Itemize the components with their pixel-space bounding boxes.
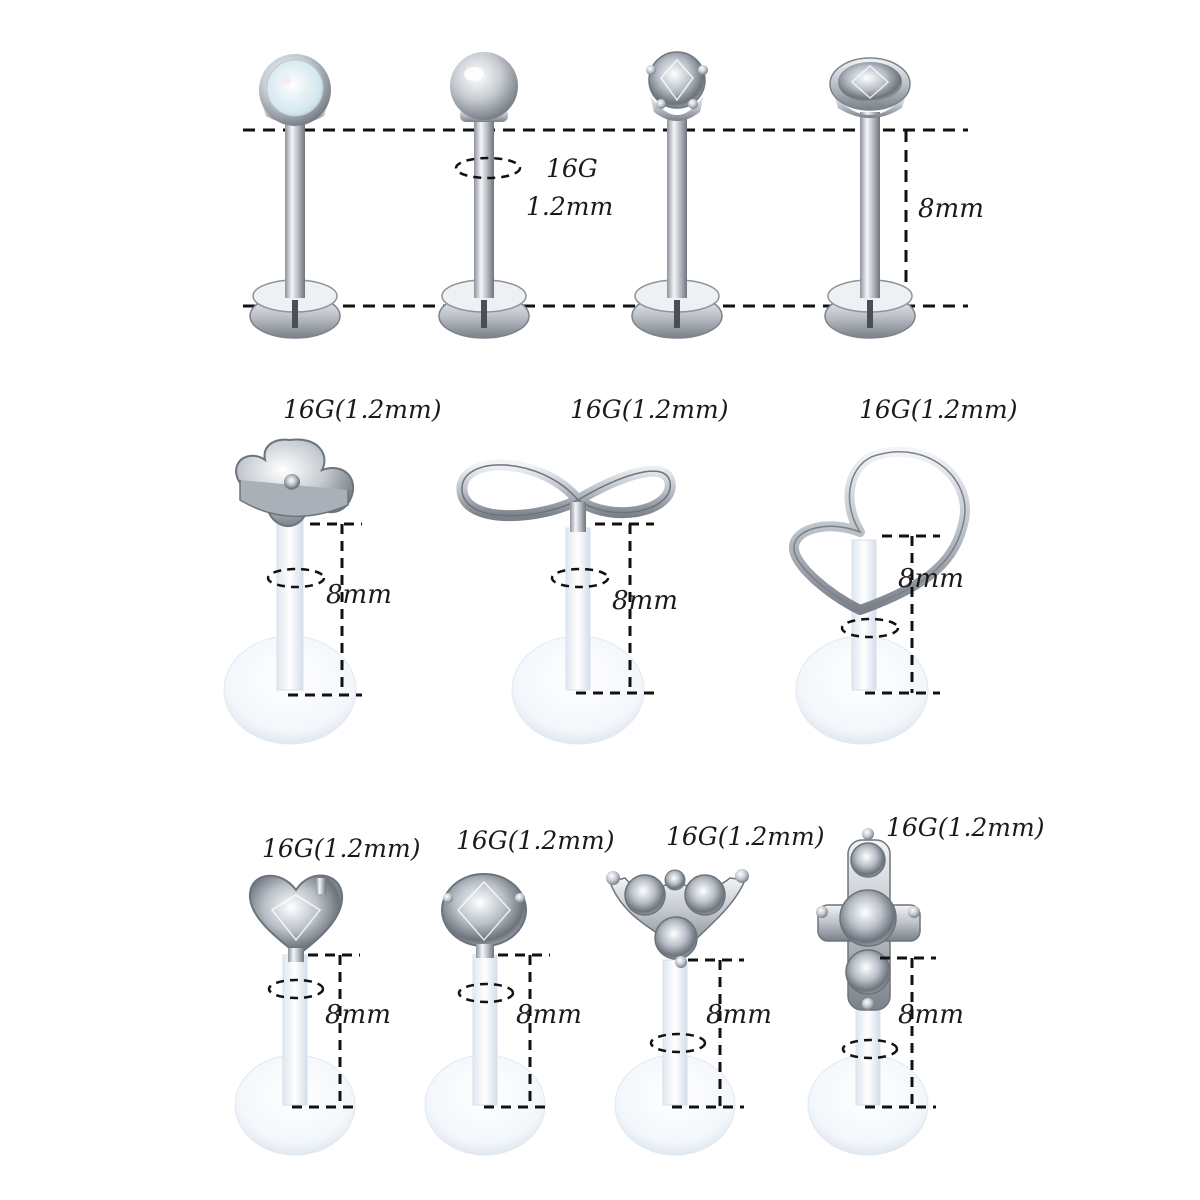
heart-crystal-length-label: 8mm <box>325 1000 391 1030</box>
cross-crystal-gauge-label: 16G(1.2mm) <box>886 813 1045 842</box>
trinity-dimension-lines <box>672 958 744 1109</box>
heart-length-label: 8mm <box>898 564 964 594</box>
heart-labret <box>789 446 970 745</box>
heart-crystal-dimension-lines <box>292 953 360 1109</box>
flower-dimension-lines <box>288 522 362 697</box>
round-crystal-length-label: 8mm <box>516 1000 582 1030</box>
flower-length-label: 8mm <box>326 580 392 610</box>
heart-dimension-lines <box>865 534 940 695</box>
round-crystal-dimension-lines <box>484 953 550 1109</box>
heart-crystal-labret <box>234 874 356 1156</box>
infinity-length-label: 8mm <box>612 586 678 616</box>
heart-crystal-gauge-label: 16G(1.2mm) <box>262 834 421 863</box>
opal-labret <box>249 54 341 339</box>
trinity-length-label: 8mm <box>706 1000 772 1030</box>
flower-gauge-label: 16G(1.2mm) <box>283 395 442 424</box>
row1-gauge-label: 16G <box>546 154 598 183</box>
steel-ball-labret <box>438 52 530 339</box>
prong-crystal-labret <box>631 51 723 339</box>
cross-crystal-length-label: 8mm <box>898 1000 964 1030</box>
flower-labret <box>223 438 357 745</box>
cross-crystal-dimension-lines <box>865 956 936 1109</box>
bezel-crystal-labret <box>824 57 916 339</box>
round-crystal-gauge-label: 16G(1.2mm) <box>456 826 615 855</box>
round-crystal-labret <box>424 873 546 1156</box>
cross-crystal-labret <box>807 828 929 1156</box>
row1-length-label: 8mm <box>918 194 984 224</box>
infinity-labret <box>456 459 676 745</box>
trinity-gauge-label: 16G(1.2mm) <box>666 822 825 851</box>
infinity-dimension-lines <box>576 522 654 695</box>
trinity-crystal-labret <box>606 869 749 1156</box>
row1-diameter-label: 1.2mm <box>526 192 614 221</box>
heart-gauge-label: 16G(1.2mm) <box>859 395 1018 424</box>
infinity-gauge-label: 16G(1.2mm) <box>570 395 729 424</box>
